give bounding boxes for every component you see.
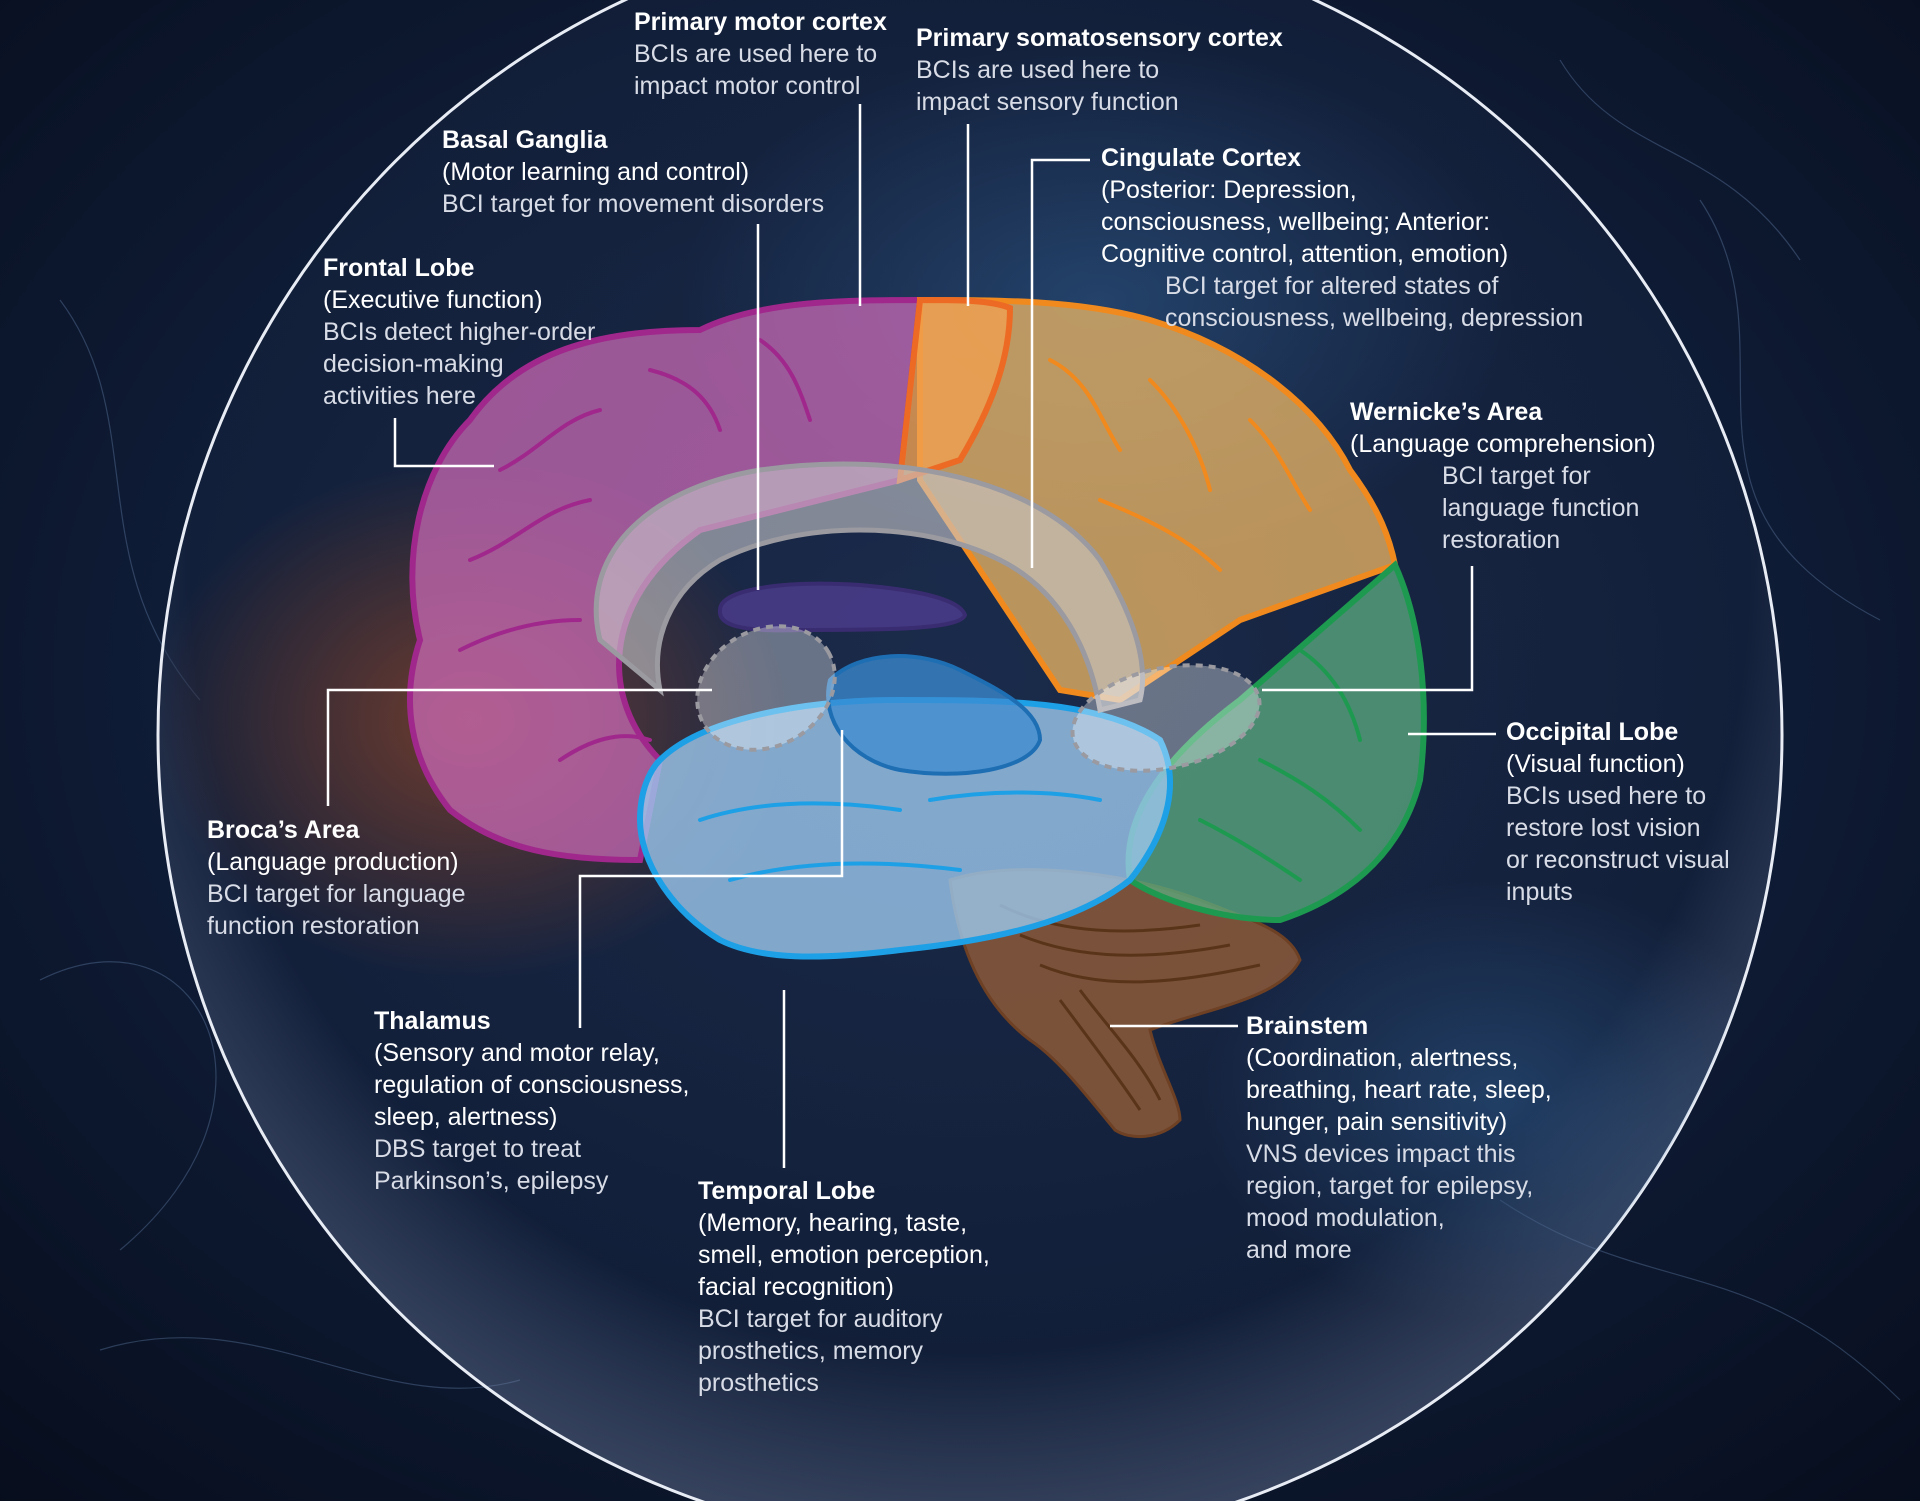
label-description: BCI target for auditory prosthetics, mem… — [698, 1305, 943, 1397]
label-title: Thalamus — [374, 1007, 491, 1035]
label-title: Cingulate Cortex — [1101, 144, 1302, 172]
label-description: BCI target for altered states of conscio… — [1165, 272, 1584, 332]
label-wernickes-area: Wernicke’s Area (Language comprehension)… — [1350, 396, 1656, 556]
label-occipital-lobe: Occipital Lobe (Visual function) BCIs us… — [1506, 716, 1730, 908]
label-description: BCIs are used here to impact motor contr… — [634, 40, 878, 100]
label-temporal-lobe: Temporal Lobe (Memory, hearing, taste, s… — [698, 1175, 990, 1399]
label-description: BCIs used here to restore lost vision or… — [1506, 782, 1730, 906]
label-description: VNS devices impact this region, target f… — [1246, 1140, 1534, 1264]
label-subtitle: (Coordination, alertness, breathing, hea… — [1246, 1044, 1552, 1136]
label-primary-motor-cortex: Primary motor cortex BCIs are used here … — [634, 6, 887, 102]
occipital-sulci — [1198, 648, 1362, 882]
label-cingulate-cortex: Cingulate Cortex (Posterior: Depression,… — [1101, 142, 1583, 334]
label-title: Basal Ganglia — [442, 126, 608, 154]
label-title: Primary motor cortex — [634, 8, 887, 36]
label-description: BCI target for language function restora… — [207, 880, 466, 940]
label-title: Occipital Lobe — [1506, 718, 1679, 746]
label-subtitle: (Sensory and motor relay, regulation of … — [374, 1039, 690, 1131]
label-subtitle: (Language comprehension) — [1350, 430, 1656, 458]
label-subtitle: (Motor learning and control) — [442, 158, 750, 186]
thalamus-shape — [826, 654, 1043, 776]
leader-wernicke — [1262, 566, 1474, 692]
basal-ganglia-shape — [717, 581, 968, 633]
label-description: BCIs are used here to impact sensory fun… — [916, 56, 1179, 116]
frontal-sulci — [458, 338, 812, 762]
label-title: Temporal Lobe — [698, 1177, 876, 1205]
label-description: BCIs detect higher-order decision-making… — [323, 318, 596, 410]
label-primary-somatosensory-cortex: Primary somatosensory cortex BCIs are us… — [916, 22, 1283, 118]
label-subtitle: (Executive function) — [323, 286, 543, 314]
parietal-lobe-shape — [917, 296, 1399, 704]
label-description: BCI target for language function restora… — [1442, 462, 1640, 554]
label-basal-ganglia: Basal Ganglia (Motor learning and contro… — [442, 124, 824, 220]
label-title: Broca’s Area — [207, 816, 360, 844]
label-subtitle: (Visual function) — [1506, 750, 1685, 778]
wernickes-area-outline — [1070, 663, 1262, 773]
label-subtitle: (Posterior: Depression, consciousness, w… — [1101, 176, 1509, 268]
leader-cingulate — [1030, 158, 1090, 568]
label-description: DBS target to treat Parkinson’s, epileps… — [374, 1135, 609, 1195]
label-description: BCI target for movement disorders — [442, 190, 825, 218]
label-brocas-area: Broca’s Area (Language production) BCI t… — [207, 814, 466, 942]
label-subtitle: (Memory, hearing, taste, smell, emotion … — [698, 1209, 990, 1301]
leader-frontal — [393, 418, 494, 468]
label-brainstem: Brainstem (Coordination, alertness, brea… — [1246, 1010, 1552, 1266]
label-frontal-lobe: Frontal Lobe (Executive function) BCIs d… — [323, 252, 595, 412]
somatosensory-strip — [896, 296, 1014, 485]
cingulate-cortex-shape — [593, 461, 1146, 714]
leader-lines — [326, 104, 1496, 1168]
brainstem-folds — [999, 903, 1261, 1111]
label-subtitle: (Language production) — [207, 848, 459, 876]
label-title: Wernicke’s Area — [1350, 398, 1543, 426]
brocas-area-outline — [695, 624, 837, 752]
label-title: Primary somatosensory cortex — [916, 24, 1283, 52]
label-title: Brainstem — [1246, 1012, 1369, 1040]
label-title: Frontal Lobe — [323, 254, 475, 282]
parietal-sulci — [1048, 358, 1312, 572]
label-thalamus: Thalamus (Sensory and motor relay, regul… — [374, 1005, 689, 1197]
leader-broca — [326, 688, 712, 806]
leader-thalamus — [578, 730, 844, 1028]
